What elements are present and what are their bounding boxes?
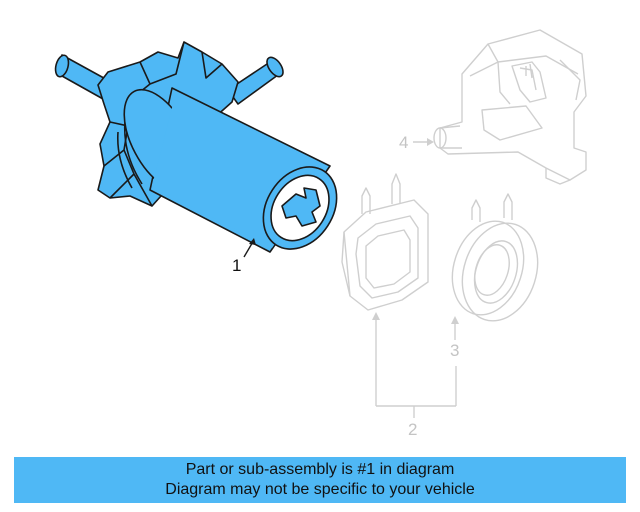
part-1-left-prong-tip (54, 54, 70, 78)
leader-group-2-3 (375, 318, 457, 418)
part-4-bracket (433, 29, 587, 185)
part-1-right-prong-tip (266, 56, 284, 78)
callout-4: 4 (399, 133, 409, 152)
callout-1: 1 (232, 256, 242, 275)
info-banner: Part or sub-assembly is #1 in diagram Di… (14, 457, 626, 503)
part-1-lock-housing[interactable] (53, 41, 351, 263)
part-2-switch (341, 173, 429, 311)
leader-arrow-3 (451, 316, 459, 324)
leader-arrow-4 (427, 138, 434, 146)
part-1-key-slot (281, 187, 321, 227)
parts-diagram (53, 29, 587, 418)
part-3-ring (451, 193, 539, 322)
callout-3: 3 (450, 341, 460, 360)
callout-2: 2 (408, 420, 418, 439)
banner-line-disclaimer: Diagram may not be specific to your vehi… (165, 481, 475, 498)
banner-line-part-info: Part or sub-assembly is #1 in diagram (185, 461, 455, 478)
leader-arrow-2 (372, 312, 380, 320)
leader-arrow-1 (249, 238, 256, 245)
